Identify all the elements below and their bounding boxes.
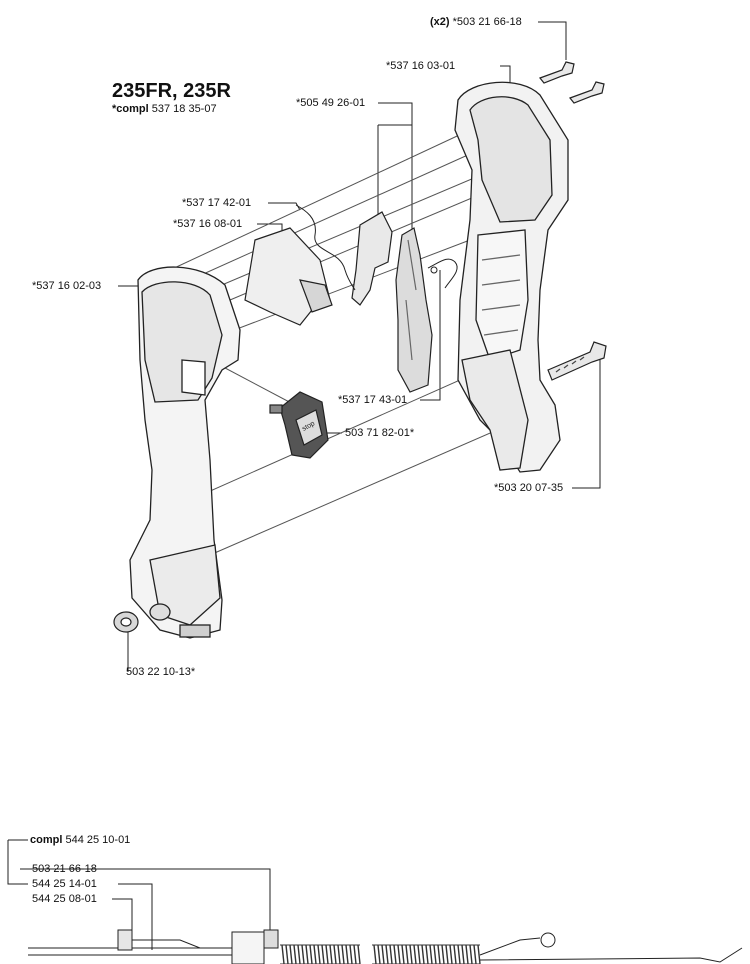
label-handle-left: *537 16 02-03 — [32, 280, 102, 292]
cable-coil — [333, 944, 337, 964]
cable-coil — [389, 944, 393, 964]
cable-coil — [397, 944, 401, 964]
cable-coil — [325, 944, 329, 964]
cable-coil — [477, 944, 481, 964]
cable-coils — [281, 944, 481, 964]
cable-coil — [289, 944, 293, 964]
cable-coil — [349, 944, 353, 964]
label-screw-qty: (x2) — [430, 16, 450, 28]
cable-coil — [425, 944, 429, 964]
label-lock-lever: *537 16 08-01 — [173, 218, 243, 230]
cable-coil — [449, 944, 453, 964]
cable-coil — [341, 944, 345, 964]
cable-coil — [377, 944, 381, 964]
cable-coil — [461, 944, 465, 964]
cable-compl-prefix: compl — [30, 834, 63, 846]
leader-lines — [7, 21, 601, 950]
label-stop-switch: 503 71 82-01* — [345, 427, 415, 439]
cable-assembly — [28, 929, 743, 964]
label-cable-compl: compl 544 25 10-01 — [30, 834, 130, 847]
label-screw-x2: (x2) *503 21 66-18 — [430, 16, 522, 29]
label-spring-2: *537 17 43-01 — [338, 394, 408, 406]
screws-top — [539, 61, 605, 104]
cable-coil — [473, 944, 477, 964]
screw-bottom — [547, 341, 607, 381]
cable-coil — [381, 944, 385, 964]
handle-left-half — [129, 266, 241, 639]
springs — [295, 204, 458, 291]
cable-coil — [317, 944, 321, 964]
cable-coil — [337, 944, 341, 964]
cable-coil — [357, 944, 361, 964]
cable-compl-number: 544 25 10-01 — [65, 834, 131, 846]
cable-coil — [285, 944, 289, 964]
cable-coil — [421, 944, 425, 964]
cable-coil — [465, 944, 469, 964]
cable-coil — [417, 944, 421, 964]
cable-coil — [429, 944, 433, 964]
handle-right-half — [454, 81, 569, 473]
page-subtitle: *compl 537 18 35-07 — [112, 103, 217, 116]
cable-coil — [313, 944, 317, 964]
label-cable-item-1: 503 21 66-18 — [32, 863, 97, 875]
cable-coil — [301, 944, 305, 964]
label-handle-right: *537 16 03-01 — [386, 60, 456, 72]
cable-coil — [469, 944, 473, 964]
cable-coil — [281, 944, 285, 964]
cable-coil — [413, 944, 417, 964]
cable-coil — [385, 944, 389, 964]
label-cable-item-2: 544 25 14-01 — [32, 878, 97, 890]
cable-coil — [309, 944, 313, 964]
cable-coil — [321, 944, 325, 964]
page-title: 235FR, 235R — [112, 80, 231, 102]
subtitle-number: 537 18 35-07 — [151, 103, 217, 115]
cable-coil — [405, 944, 409, 964]
cable-coil — [457, 944, 461, 964]
label-spring-1: *537 17 42-01 — [182, 197, 252, 209]
cable-coil — [401, 944, 405, 964]
label-cable-item-3: 544 25 08-01 — [32, 893, 97, 905]
cable-coil — [297, 944, 301, 964]
subtitle-prefix: *compl — [112, 103, 149, 115]
cable-coil — [345, 944, 349, 964]
cable-coil — [409, 944, 413, 964]
cable-coil — [453, 944, 457, 964]
cable-coil — [373, 944, 377, 964]
nut — [113, 611, 139, 633]
cable-coil — [441, 944, 445, 964]
cable-coil — [353, 944, 357, 964]
cable-coil — [437, 944, 441, 964]
label-nut: 503 22 10-13* — [126, 666, 196, 678]
cable-coil — [329, 944, 333, 964]
cable-coil — [433, 944, 437, 964]
label-lever: *505 49 26-01 — [296, 97, 366, 109]
throttle-parts — [244, 211, 433, 393]
label-screw-bottom: *503 20 07-35 — [494, 482, 564, 494]
cable-coil — [393, 944, 397, 964]
cable-coil — [305, 944, 309, 964]
cable-coil — [293, 944, 297, 964]
label-screw-number: *503 21 66-18 — [452, 16, 522, 28]
stop-switch — [269, 391, 329, 459]
cable-coil — [445, 944, 449, 964]
